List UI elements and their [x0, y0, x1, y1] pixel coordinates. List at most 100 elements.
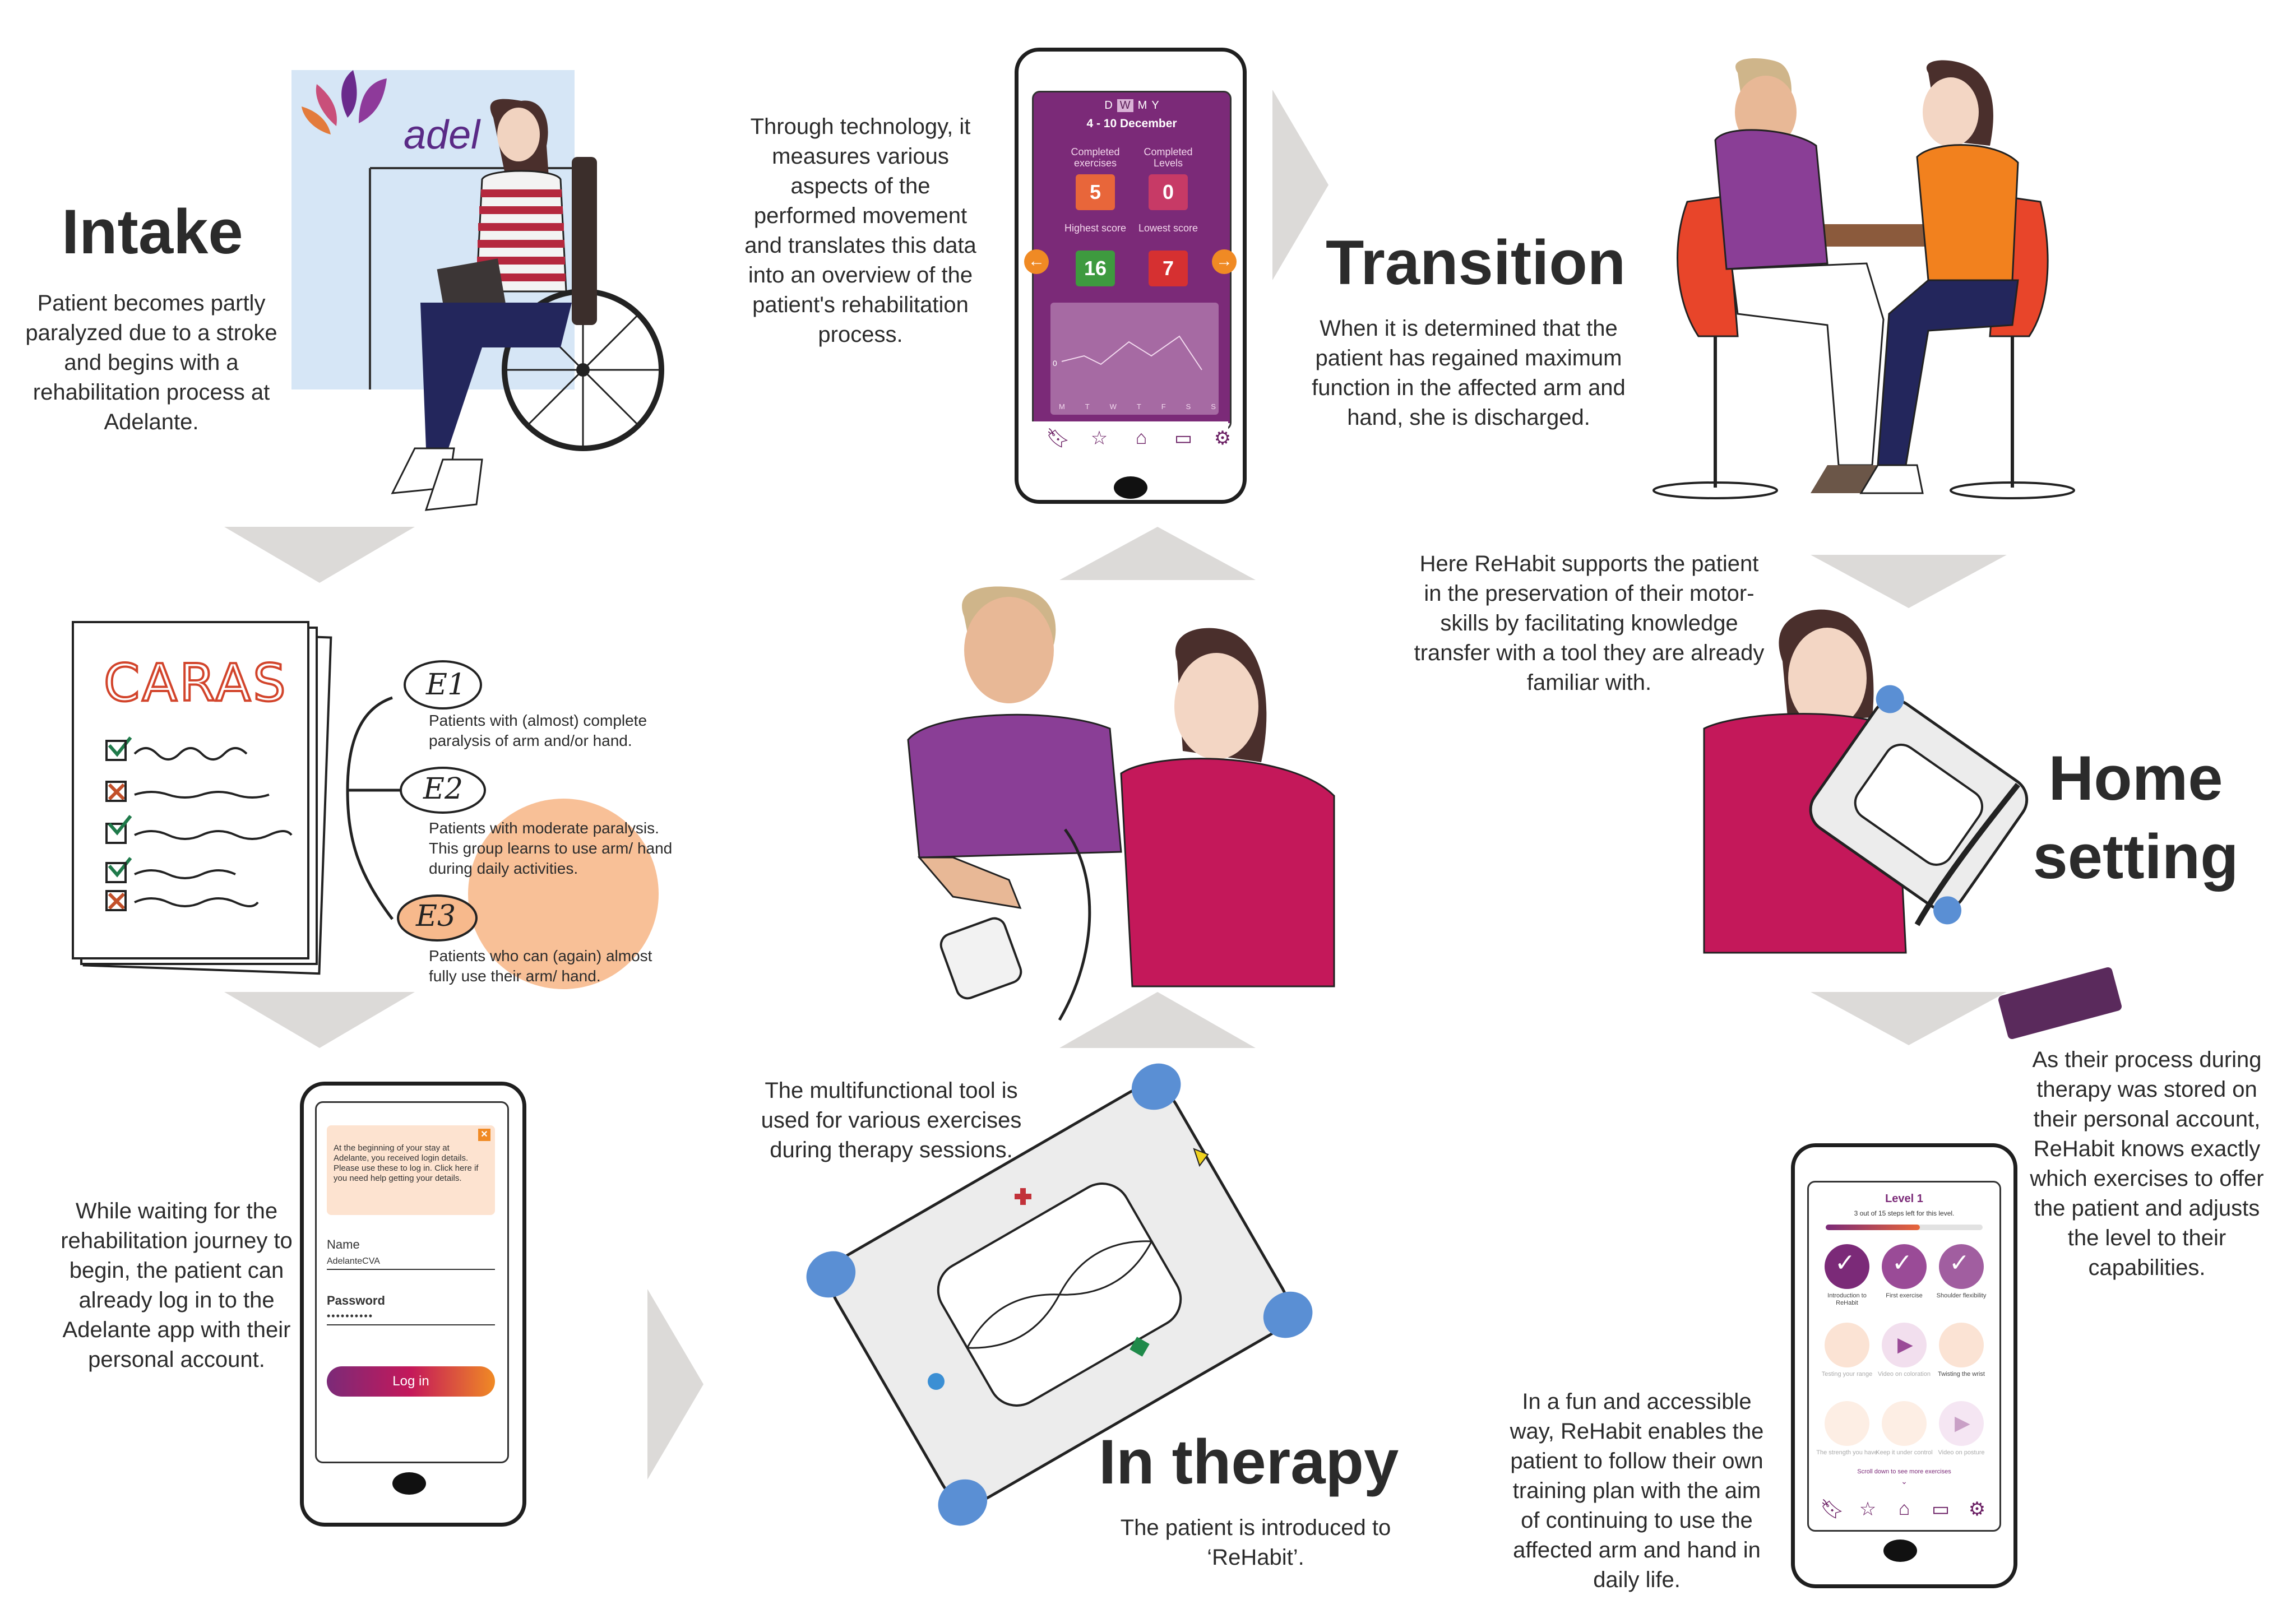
level-item[interactable]	[1882, 1401, 1927, 1446]
period-tabs: D W M Y	[1090, 99, 1174, 112]
level-item-label: Twisting the wrist	[1938, 1371, 1985, 1378]
lowest-score-value: 7	[1149, 251, 1188, 286]
triangle-marker	[1193, 1148, 1209, 1167]
login-phone: ✕ At the beginning of your stay at Adela…	[300, 1082, 526, 1527]
stats-text: Through technology, it measures various …	[744, 114, 976, 347]
group-e1-text: Patients with (almost) complete paralysi…	[429, 712, 647, 749]
tab-day[interactable]: D	[1104, 99, 1113, 112]
level-item-label: The strength you have	[1816, 1449, 1878, 1456]
stats-phone: D W M Y 4 - 10 December Completed exerci…	[1015, 48, 1247, 504]
tab-week[interactable]: W	[1117, 99, 1133, 112]
phone-lying-down	[1998, 967, 2122, 1040]
arrow-intake-to-caras	[224, 527, 415, 583]
password-field[interactable]: ••••••••••	[327, 1310, 495, 1325]
home-button[interactable]	[1883, 1539, 1917, 1562]
stats-bottom-nav: 🔖︎ ☆ ⌂ ▭ ⚙	[1032, 421, 1231, 461]
completed-exercises-value: 5	[1076, 174, 1115, 210]
level-item-label: Video on posture	[1938, 1449, 1985, 1456]
level-screen: Level 1 3 out of 15 steps left for this …	[1807, 1181, 2001, 1532]
day-label: F	[1161, 402, 1166, 411]
tablet-icon[interactable]: ▭	[1931, 1499, 1950, 1520]
password-label: Password	[327, 1293, 385, 1307]
level-item-label: Shoulder flexibility	[1936, 1292, 1987, 1299]
level-item-completed[interactable]: ✓	[1825, 1244, 1869, 1289]
play-video-icon[interactable]: ▶	[1939, 1401, 1984, 1446]
day-label: S	[1211, 402, 1216, 411]
lowest-score-label: Lowest score	[1138, 222, 1198, 234]
transition-title: Transition	[1326, 228, 1626, 298]
login-button[interactable]: Log in	[327, 1366, 495, 1397]
caras-title: CARAS	[104, 653, 288, 713]
account-text: As their process during therapy was stor…	[2030, 1047, 2264, 1280]
day-label: W	[1109, 402, 1117, 411]
level-item-label: Keep it under control	[1876, 1449, 1933, 1456]
close-icon[interactable]: ✕	[478, 1129, 490, 1141]
home-title-line2: setting	[2033, 822, 2239, 892]
daily-text: In a fun and accessible way, ReHabit ena…	[1510, 1389, 1764, 1592]
group-e3-text: Patients who can (again) almost fully us…	[429, 947, 652, 985]
star-icon[interactable]: ☆	[1859, 1499, 1877, 1520]
chart-day-labels: M T W T F S S	[1059, 402, 1216, 411]
bookmark-icon[interactable]: 🔖︎	[1820, 1499, 1845, 1520]
intake-title: Intake	[62, 197, 243, 267]
gear-icon[interactable]: ⚙	[1214, 428, 1232, 449]
arrow-home-to-account	[1811, 992, 2007, 1045]
level-item-completed[interactable]: ✓	[1939, 1244, 1984, 1289]
plus-marker	[1015, 1188, 1031, 1205]
home-button[interactable]	[1114, 476, 1147, 499]
name-field[interactable]: AdelanteCVA	[327, 1256, 495, 1270]
level-item-label: Testing your range	[1821, 1371, 1873, 1378]
level-item-label: Introduction to ReHabit	[1827, 1292, 1867, 1306]
arrow-to-transition	[1272, 90, 1328, 280]
bookmark-icon[interactable]: 🔖︎	[1046, 428, 1071, 449]
scroll-hint: Scroll down to see more exercises	[1857, 1468, 1951, 1475]
day-label: S	[1186, 402, 1191, 411]
therapy-text: The patient is introduced to ‘ReHabit’.	[1120, 1515, 1391, 1570]
tab-month[interactable]: M	[1137, 99, 1147, 112]
previous-arrow-icon[interactable]: ←	[1024, 249, 1049, 274]
star-icon[interactable]: ☆	[1090, 428, 1108, 449]
tab-year[interactable]: Y	[1151, 99, 1159, 112]
level-item[interactable]	[1825, 1323, 1869, 1367]
level-item-label: First exercise	[1886, 1292, 1923, 1299]
arrow-therapy-up	[1059, 992, 1256, 1048]
login-screen: ✕ At the beginning of your stay at Adela…	[315, 1101, 509, 1463]
group-e2-label: E2	[423, 772, 464, 806]
arrow-transition-to-home	[1811, 555, 2007, 608]
day-label: T	[1085, 402, 1090, 411]
square-marker	[1130, 1337, 1150, 1357]
chart-zero-label: 0	[1053, 359, 1057, 368]
level-item[interactable]	[1825, 1401, 1869, 1446]
home-icon[interactable]: ⌂	[1898, 1498, 1910, 1519]
intake-text: Patient becomes partly paralyzed due to …	[25, 291, 277, 434]
circle-marker	[928, 1373, 945, 1390]
home-icon[interactable]: ⌂	[1135, 427, 1147, 448]
group-e3-label: E3	[416, 899, 456, 933]
tool-text: The multifunctional tool is used for var…	[761, 1078, 1022, 1162]
completed-exercises-label: Completed exercises	[1071, 146, 1120, 169]
level-item[interactable]	[1939, 1323, 1984, 1367]
play-video-icon[interactable]: ▶	[1882, 1323, 1927, 1367]
level-progress-fill	[1826, 1225, 1920, 1230]
level-subtitle: 3 out of 15 steps left for this level.	[1854, 1209, 1955, 1217]
highest-score-value: 16	[1076, 251, 1115, 286]
level-phone: Level 1 3 out of 15 steps left for this …	[1791, 1143, 2017, 1588]
tablet-icon[interactable]: ▭	[1174, 428, 1193, 449]
chevron-down-icon[interactable]: ⌄	[1901, 1477, 1908, 1486]
transition-text: When it is determined that the patient h…	[1312, 316, 1626, 430]
level-item-completed[interactable]: ✓	[1882, 1244, 1927, 1289]
login-notice-box: ✕ At the beginning of your stay at Adela…	[327, 1125, 495, 1215]
next-arrow-icon[interactable]: →	[1212, 249, 1237, 274]
home-button[interactable]	[392, 1472, 426, 1495]
gear-icon[interactable]: ⚙	[1968, 1499, 1986, 1520]
level-item-label: Video on coloration	[1878, 1371, 1931, 1378]
level-progress-bar	[1826, 1225, 1983, 1230]
home-title-line1: Home	[2048, 743, 2223, 813]
arrow-caras-to-login	[224, 992, 415, 1048]
